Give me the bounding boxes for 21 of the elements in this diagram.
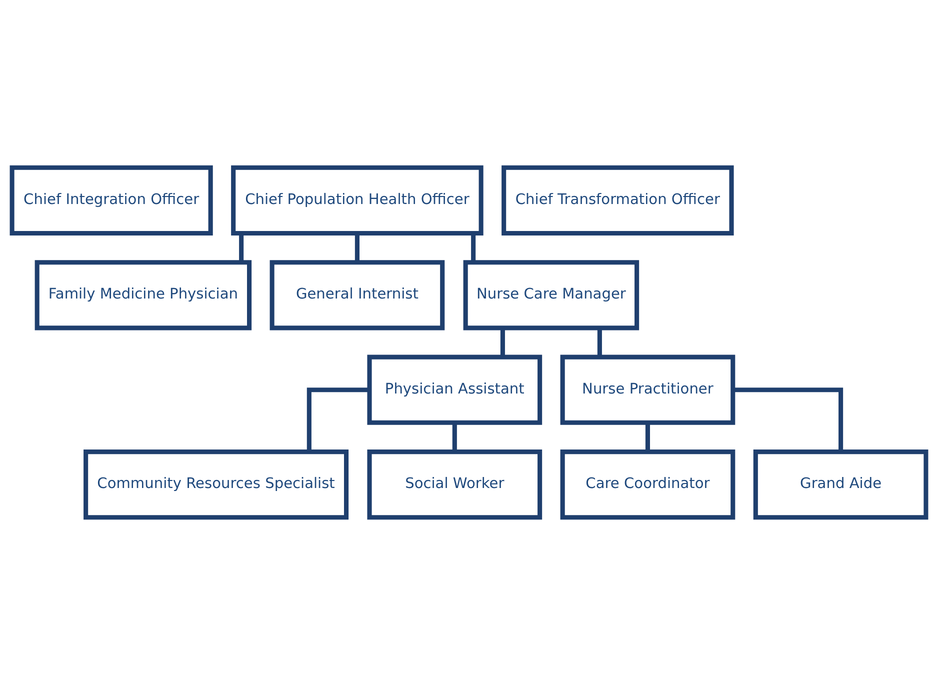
node-box: Nurse Care Manager — [463, 260, 640, 330]
connector — [597, 328, 602, 358]
connector — [500, 328, 505, 358]
connector — [306, 388, 370, 452]
node-box: General Internist — [270, 260, 445, 330]
connector — [354, 233, 360, 262]
node-box: Care Coordinator — [560, 450, 736, 520]
node-box: Chief Integration Officer — [10, 165, 213, 236]
node-box: Social Worker — [367, 450, 542, 520]
connector — [732, 388, 844, 452]
node-box: Chief Population Health Officer — [231, 165, 484, 236]
node-box: Chief Transformation Officer — [502, 165, 734, 236]
node-box: Physician Assistant — [367, 354, 542, 425]
node-box: Family Medicine Physician — [34, 260, 252, 330]
connector — [645, 422, 650, 452]
connector — [471, 233, 476, 262]
connector — [452, 422, 457, 452]
node-box: Nurse Practitioner — [560, 354, 736, 425]
connector — [239, 233, 244, 262]
node-box: Grand Aide — [753, 450, 928, 520]
node-box: Community Resources Specialist — [84, 450, 349, 520]
